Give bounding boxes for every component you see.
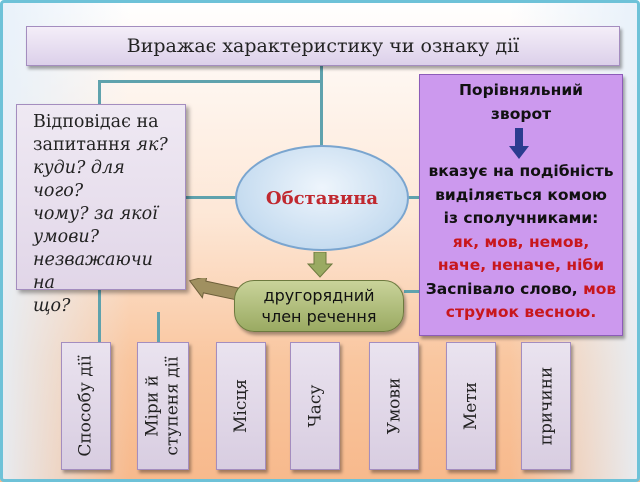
type-label: Мети [461,381,482,431]
connector-question-top [98,80,101,105]
question-line: чому? за якої [33,204,158,224]
definition-title: Виражає характеристику чи ознаку дії [26,26,620,66]
down-arrow-icon [509,128,529,159]
connector-types-bus [98,312,101,342]
connector-top-horizontal [98,80,320,83]
questions-box: Відповідає на запитання як? куди? для чо… [16,104,186,316]
conjunctions-line: як, мов, немов, [452,232,590,251]
connector-center-question [186,196,236,199]
type-label: причини [536,366,556,446]
question-line: запитання як? [33,135,168,155]
comparison-desc: виділяється комою [435,185,607,204]
type-label: Способу дії [76,355,96,457]
question-line: умови? [33,227,100,247]
comparison-desc: вказує на подібність [428,162,614,180]
comparison-desc: із сполучниками: [443,209,599,227]
center-ellipse: Обставина [235,145,409,251]
member-line: другорядний [263,286,375,305]
type-box-measure: Міри й ступеня дії [137,342,189,470]
question-line: куди? для чого? [33,158,125,201]
connector-types-bus-2 [157,312,160,342]
connector-title-center [320,66,323,146]
conjunctions-line: наче, неначе, ніби [437,256,605,274]
connector-question-bottom [98,290,101,312]
example-line: струмок весною. [445,303,597,321]
comparison-title: Порівняльний [458,81,584,99]
connector-member-right [404,290,420,293]
question-line: що? [33,296,71,316]
type-box-manner: Способу дії [61,342,111,470]
type-box-place: Місця [216,342,266,470]
comparison-box: Порівняльний зворот вказує на подібність… [419,74,623,336]
center-label: Обставина [265,187,379,209]
member-line: член речення [261,307,377,326]
secondary-member-box: другорядний член речення [234,280,404,332]
type-label: Умови [384,377,404,435]
type-box-condition: Умови [369,342,419,470]
question-line: Відповідає на [33,112,159,132]
down-arrow-icon [307,252,333,278]
type-label: Часу [305,384,325,428]
question-line: незважаючи на [33,250,153,293]
type-box-time: Часу [290,342,340,470]
type-box-cause: причини [521,342,571,470]
left-arrow-icon [188,278,240,301]
type-box-purpose: Мети [446,342,496,470]
type-label: Міри й ступеня дії [143,356,183,456]
example-line: Заспівало слово, мов [425,279,617,298]
comparison-title: зворот [490,104,552,123]
connector-center-compare [408,196,420,199]
type-label: Місця [231,378,251,434]
